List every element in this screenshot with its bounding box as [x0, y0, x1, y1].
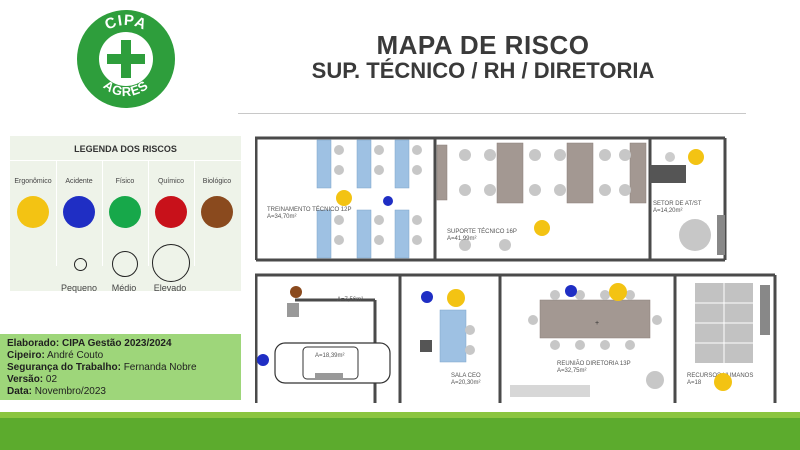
- size-label-medio: Médio: [111, 283, 137, 293]
- legend-column-divider: [194, 160, 195, 266]
- training-chairs: [334, 145, 422, 245]
- cross-icon: [107, 40, 145, 78]
- svg-text:SUPORTE TÉCNICO 16P: SUPORTE TÉCNICO 16P: [447, 228, 517, 235]
- cipa-logo-graphic: CIPA AGRES: [77, 10, 175, 108]
- room-name: SETOR DE AT/ST: [653, 201, 702, 207]
- cipa-logo: CIPA AGRES: [75, 8, 177, 110]
- size-label-pequeno: Pequeno: [60, 283, 98, 293]
- info-data: Data: Novembro/2023: [7, 386, 106, 397]
- legend-divider: [10, 160, 241, 161]
- svg-text:REUNIÃO DIRETORIA 13P: REUNIÃO DIRETORIA 13P: [557, 360, 631, 367]
- floor-plan: TREINAMENTO TÉCNICO 12P A=34,70m² SUPORT…: [255, 135, 780, 405]
- risk-marker-ergonomico: [609, 283, 627, 301]
- header-divider: [238, 113, 746, 114]
- support-desks: [436, 142, 651, 339]
- plan-walls: [255, 136, 777, 403]
- svg-text:AGRES: AGRES: [101, 77, 151, 99]
- table-marker: +: [595, 320, 599, 327]
- legend-dot-ergonomico: [17, 196, 49, 228]
- info-cipeiro: Cipeiro: André Couto: [7, 350, 104, 361]
- legend-label-ergonomico: Ergonômico: [14, 178, 52, 185]
- legend-column-divider: [102, 160, 103, 266]
- size-medium-circle: [112, 251, 138, 277]
- page-subtitle: SUP. TÉCNICO / RH / DIRETORIA: [311, 58, 655, 83]
- room-name: TREINAMENTO TÉCNICO: [267, 206, 339, 213]
- room-area: A=32,75m²: [557, 368, 587, 374]
- risk-marker-acidente: [565, 285, 577, 297]
- legend-label-fisico: Físico: [115, 178, 135, 185]
- hr-desk-lines: [695, 283, 753, 363]
- risk-marker-acidente: [257, 354, 269, 366]
- risk-marker-acidente: [383, 196, 393, 206]
- counter: [510, 385, 590, 397]
- logo-bottom-text: AGRES: [101, 77, 150, 99]
- car-icon: [274, 342, 391, 384]
- room-area: A=20,30m²: [451, 380, 481, 386]
- risk-marker-biologico: [290, 286, 302, 298]
- bench: [315, 373, 343, 379]
- ceo-chair: [420, 340, 432, 352]
- risk-legend: LEGENDA DOS RISCOS Ergonômico Acidente F…: [10, 136, 241, 293]
- info-seguranca: Segurança do Trabalho: Fernanda Nobre: [7, 362, 197, 373]
- risk-marker-ergonomico: [534, 220, 550, 236]
- risk-markers: [257, 149, 732, 391]
- size-label-elevado: Elevado: [153, 283, 187, 293]
- page-title: MAPA DE RISCO: [376, 30, 590, 60]
- info-elaborado: Elaborado: CIPA Gestão 2023/2024: [7, 338, 172, 349]
- info-versao: Versão: 02: [7, 374, 58, 385]
- risk-marker-ergonomico: [336, 190, 352, 206]
- room-area: A=14,20m²: [653, 208, 683, 214]
- legend-dot-fisico: [109, 196, 141, 228]
- legend-label-quimico: Químico: [157, 178, 185, 185]
- risk-marker-fan: [665, 152, 675, 162]
- room-area: A=18,39m²: [315, 353, 345, 359]
- training-desks: [316, 139, 467, 363]
- legend-dot-quimico: [155, 196, 187, 228]
- legend-dot-biologico: [201, 196, 233, 228]
- risk-marker-ergonomico: [447, 289, 465, 307]
- legend-label-biologico: Biológico: [202, 178, 232, 185]
- legend-column-divider: [56, 160, 57, 266]
- risk-marker-ergonomico: [714, 373, 732, 391]
- room-area: A=7,56m²: [337, 297, 363, 303]
- svg-text:TREINAMENTO TÉCNICO 12P: TREINAMENTO TÉCNICO 12P: [267, 206, 351, 213]
- room-area: A=41,99m²: [447, 236, 477, 242]
- legend-column-divider: [148, 160, 149, 266]
- document-info: Elaborado: CIPA Gestão 2023/2024 Cipeiro…: [0, 334, 241, 400]
- toilet: [287, 303, 299, 317]
- room-area: A=34,70m²: [267, 214, 297, 220]
- footer-bar: [0, 418, 800, 450]
- legend-title: LEGENDA DOS RISCOS: [74, 144, 177, 154]
- legend-label-acidente: Acidente: [65, 178, 93, 185]
- room-name: REUNIÃO DIRETORIA: [557, 360, 619, 367]
- risk-marker-acidente: [421, 291, 433, 303]
- legend-dot-acidente: [63, 196, 95, 228]
- size-large-circle: [152, 244, 190, 282]
- room-name: SALA CEO: [451, 373, 481, 379]
- room-name: SUPORTE TÉCNICO: [447, 228, 505, 235]
- support-chairs: [459, 149, 711, 389]
- footer-accent-bar: [0, 412, 800, 418]
- size-small-circle: [74, 258, 87, 271]
- risk-marker-ergonomico: [688, 149, 704, 165]
- room-area: A=18: [687, 380, 702, 386]
